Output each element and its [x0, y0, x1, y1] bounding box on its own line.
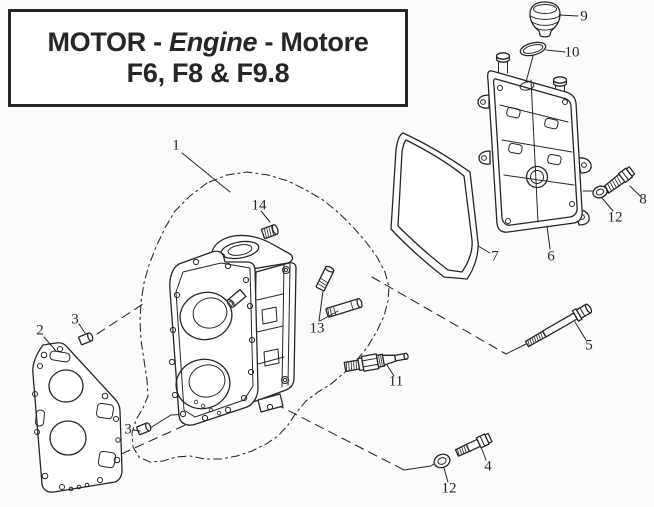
part-5-long-bolt-drawing — [524, 303, 593, 348]
callout-11: 11 — [388, 373, 404, 390]
title-motore: - Motore — [257, 26, 369, 57]
callout-5: 5 — [585, 337, 593, 354]
part-2-head-gasket-drawing — [32, 342, 123, 493]
callout-7: 7 — [491, 248, 499, 265]
part-4-bolt-drawing — [454, 432, 493, 457]
callout-1: 1 — [172, 137, 180, 154]
part-9-filler-cap-drawing — [529, 1, 561, 38]
assembly-boundary-outline — [131, 171, 390, 463]
part-14-plug-drawing — [260, 224, 279, 240]
callout-9: 9 — [580, 8, 588, 25]
title-box: MOTOR - Engine - Motore F6, F8 & F9.8 — [8, 9, 408, 107]
callout-leader-lines — [43, 14, 641, 483]
title-line-2: F6, F8 & F9.8 — [126, 58, 290, 88]
part-1-cylinder-block-drawing — [168, 234, 297, 426]
callout-8: 8 — [639, 191, 647, 208]
part-3-pin-lower-drawing — [136, 422, 152, 436]
part-8-bolt-drawing — [602, 166, 636, 194]
part-11-spark-plug-drawing — [343, 352, 409, 373]
title-engine-italic: Engine — [169, 26, 258, 57]
part-10-o-ring-drawing — [519, 41, 547, 83]
callout-3-upper: 3 — [71, 311, 79, 328]
callout-2: 2 — [36, 322, 44, 339]
part-3-pin-upper-drawing — [78, 332, 94, 346]
part-12-washer-bottom-drawing — [433, 453, 451, 469]
callout-12-right: 12 — [607, 209, 623, 226]
callout-6: 6 — [547, 248, 555, 265]
part-7-cover-gasket-drawing — [390, 132, 479, 280]
title-line-1: MOTOR - Engine - Motore — [47, 27, 368, 58]
part-12-washer-right-drawing — [592, 185, 608, 199]
alignment-leader-lines — [96, 190, 593, 471]
callout-12-bottom: 12 — [441, 480, 457, 497]
callout-3-lower: 3 — [124, 421, 132, 438]
title-motor: MOTOR - — [47, 26, 170, 57]
callout-10: 10 — [564, 44, 580, 61]
callout-4: 4 — [484, 458, 492, 475]
part-6-head-cover-drawing — [477, 52, 592, 233]
callout-14: 14 — [251, 197, 267, 214]
callout-13: 13 — [309, 320, 325, 337]
